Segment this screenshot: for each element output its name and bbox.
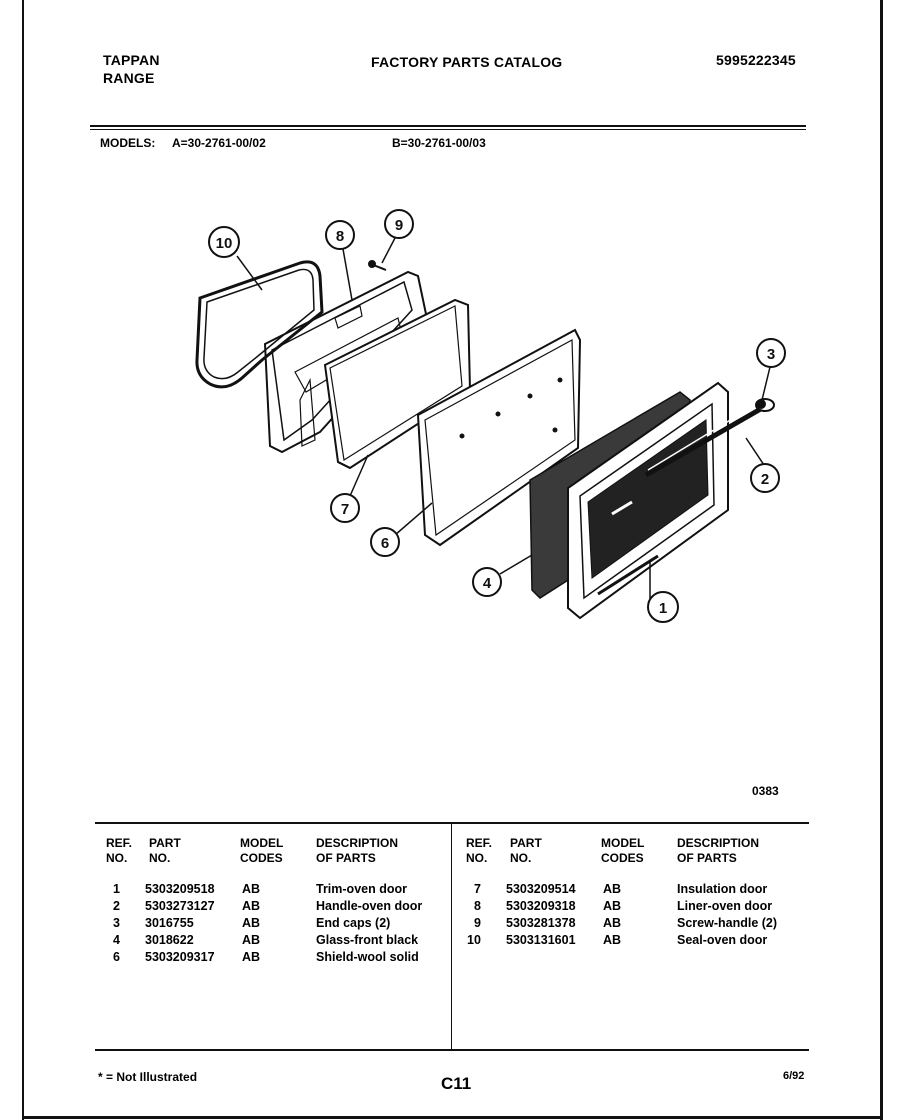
callout-1-circle <box>647 591 679 623</box>
header-ref-right: REF.NO. <box>466 836 493 865</box>
callout-10-circle <box>208 226 240 258</box>
seal-oven-door-drawing <box>195 260 324 389</box>
not-illustrated-note: * = Not Illustrated <box>98 1070 198 1084</box>
callout-4-circle <box>472 567 502 597</box>
models-label: MODELS: <box>100 136 156 150</box>
page-title: FACTORY PARTS CATALOG <box>371 54 563 70</box>
header-rule-thin <box>90 129 806 130</box>
page-border-right <box>880 0 883 1120</box>
trim-oven-door-drawing <box>567 381 729 620</box>
callout-9: 9 <box>395 217 403 234</box>
revision-date: 6/92 <box>783 1070 805 1082</box>
page-border-bottom <box>22 1116 883 1119</box>
model-b: B=30-2761-00/03 <box>392 136 486 150</box>
callout-3-circle <box>756 338 786 368</box>
catalog-number: 5995222345 <box>716 52 796 68</box>
callout-3: 3 <box>767 346 775 363</box>
shield-wool-drawing <box>416 328 582 547</box>
callout-7-circle <box>330 493 360 523</box>
header-ref: REF.NO. <box>106 836 133 865</box>
table-top-rule <box>95 822 809 824</box>
brand-line1: TAPPAN <box>103 52 160 68</box>
figure-code: 0383 <box>752 784 779 798</box>
table-divider <box>451 823 452 1050</box>
page-number: C11 <box>441 1074 472 1093</box>
callout-7: 7 <box>341 501 349 518</box>
callout-8-circle <box>325 220 355 250</box>
callout-6-circle <box>370 527 400 557</box>
callout-4: 4 <box>483 575 492 592</box>
callout-6: 6 <box>381 535 389 552</box>
table-bottom-rule <box>95 1049 809 1051</box>
model-a: A=30-2761-00/02 <box>172 136 266 150</box>
handle-oven-door-drawing <box>644 401 766 478</box>
page-border-left <box>22 0 24 1120</box>
callout-2: 2 <box>761 471 769 488</box>
header-rule <box>90 125 806 127</box>
end-caps-drawing <box>755 398 775 412</box>
callout-2-circle <box>750 463 780 493</box>
callout-8: 8 <box>336 228 344 245</box>
brand-line2: RANGE <box>103 70 155 86</box>
callout-10: 10 <box>216 235 233 252</box>
callout-1: 1 <box>659 600 667 617</box>
screw-handle-drawing <box>368 260 387 271</box>
callout-9-circle <box>384 209 414 239</box>
